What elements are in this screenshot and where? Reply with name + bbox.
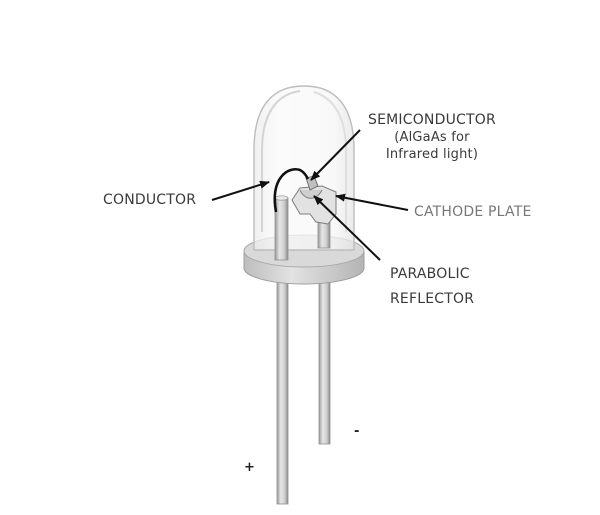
anode-lead	[276, 267, 289, 505]
label-parabolic-reflector: PARABOLIC REFLECTOR	[390, 266, 475, 307]
label-cathode-plate: CATHODE PLATE	[414, 204, 532, 220]
bond-wire	[273, 167, 310, 213]
dome-highlight	[261, 90, 301, 232]
label-conductor: CONDUCTOR	[103, 192, 197, 208]
arrow-parabolic-reflector	[313, 195, 381, 261]
arrow-cathode-plate	[335, 193, 409, 211]
anode-post-top	[274, 195, 289, 201]
epoxy-dome	[253, 85, 355, 251]
anode-polarity-mark: +	[244, 460, 255, 475]
cathode-lead	[318, 267, 331, 445]
arrow-conductor	[211, 180, 270, 201]
cathode-polarity-mark: -	[354, 424, 360, 439]
dome-highlight-right	[313, 91, 347, 232]
arrow-semiconductor	[310, 129, 361, 181]
label-semiconductor: SEMICONDUCTOR (AlGaAs for Infrared light…	[368, 112, 496, 162]
anode-post	[274, 197, 289, 261]
